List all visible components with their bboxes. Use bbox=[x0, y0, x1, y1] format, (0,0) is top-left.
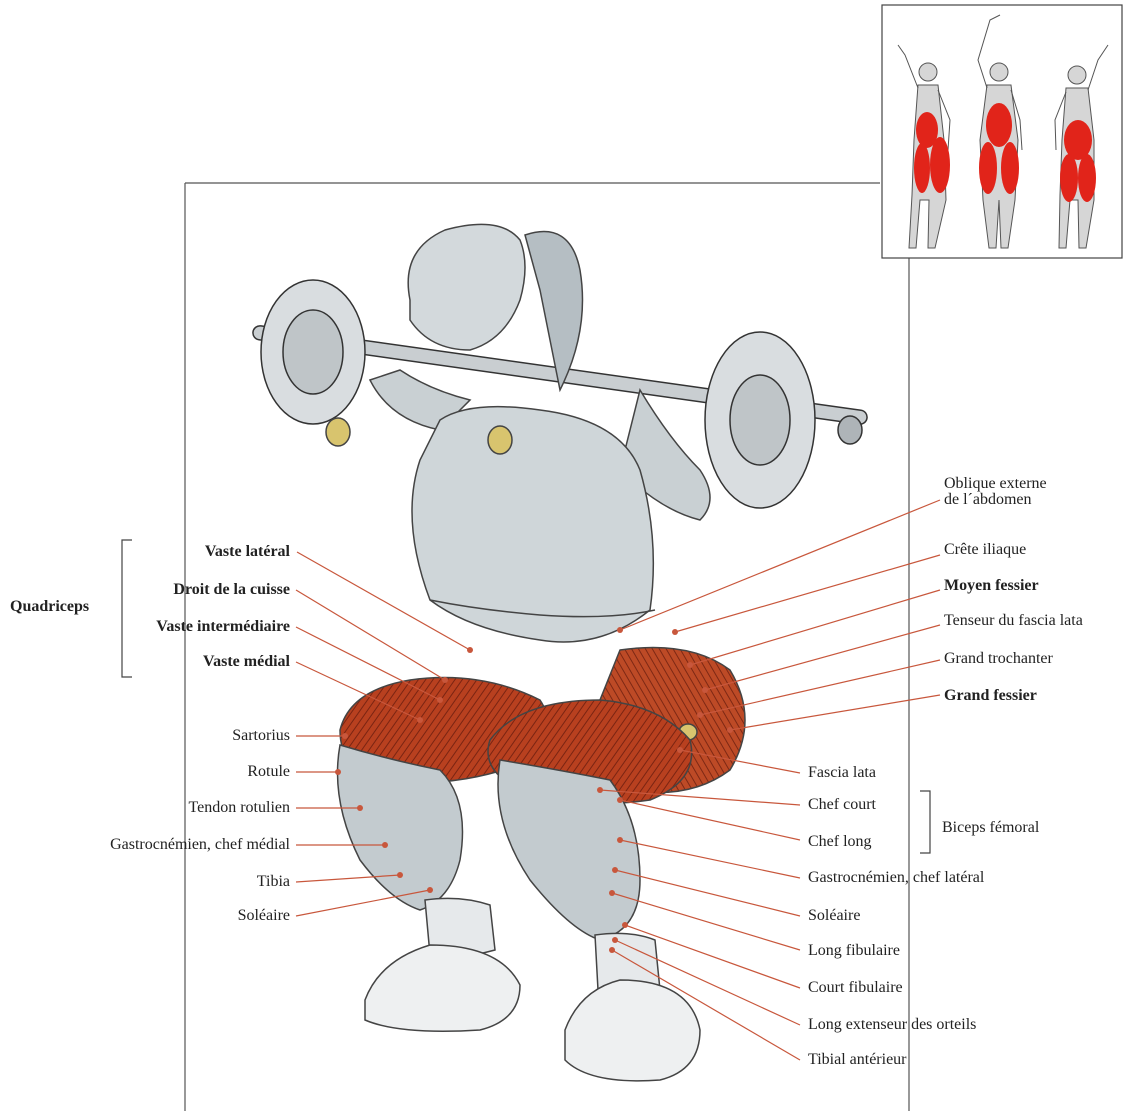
label-gastro-lateral: Gastrocnémien, chef latéral bbox=[808, 869, 984, 887]
label-vaste-medial: Vaste médial bbox=[203, 653, 290, 671]
inset-muscle-map bbox=[882, 5, 1122, 258]
label-long-extenseur: Long extenseur des orteils bbox=[808, 1016, 976, 1034]
label-soleaire-left: Soléaire bbox=[238, 907, 290, 925]
label-crete-iliaque: Crête iliaque bbox=[944, 541, 1026, 559]
label-chef-long: Chef long bbox=[808, 833, 872, 851]
label-gastro-medial: Gastrocnémien, chef médial bbox=[110, 836, 290, 854]
label-court-fibulaire: Court fibulaire bbox=[808, 979, 903, 997]
label-vaste-lateral: Vaste latéral bbox=[205, 543, 290, 561]
quadriceps-group-label: Quadriceps bbox=[10, 598, 89, 616]
label-grand-trochanter: Grand trochanter bbox=[944, 650, 1053, 668]
label-rotule: Rotule bbox=[247, 763, 290, 781]
label-tendon-rotulien: Tendon rotulien bbox=[188, 799, 290, 817]
label-vaste-intermediaire: Vaste intermédiaire bbox=[156, 618, 290, 636]
label-soleaire-right: Soléaire bbox=[808, 907, 860, 925]
label-oblique-line2: de l´abdomen bbox=[944, 491, 1032, 509]
label-moyen-fessier: Moyen fessier bbox=[944, 577, 1039, 595]
label-tibial-anterieur: Tibial antérieur bbox=[808, 1051, 907, 1069]
label-long-fibulaire: Long fibulaire bbox=[808, 942, 900, 960]
label-grand-fessier: Grand fessier bbox=[944, 687, 1037, 705]
label-fascia-lata: Fascia lata bbox=[808, 764, 876, 782]
label-tenseur-fascia: Tenseur du fascia lata bbox=[944, 612, 1083, 630]
label-droit-cuisse: Droit de la cuisse bbox=[173, 581, 290, 599]
biceps-femoral-group-label: Biceps fémoral bbox=[942, 819, 1039, 837]
label-tibia: Tibia bbox=[257, 873, 290, 891]
label-chef-court: Chef court bbox=[808, 796, 876, 814]
label-sartorius: Sartorius bbox=[232, 727, 290, 745]
